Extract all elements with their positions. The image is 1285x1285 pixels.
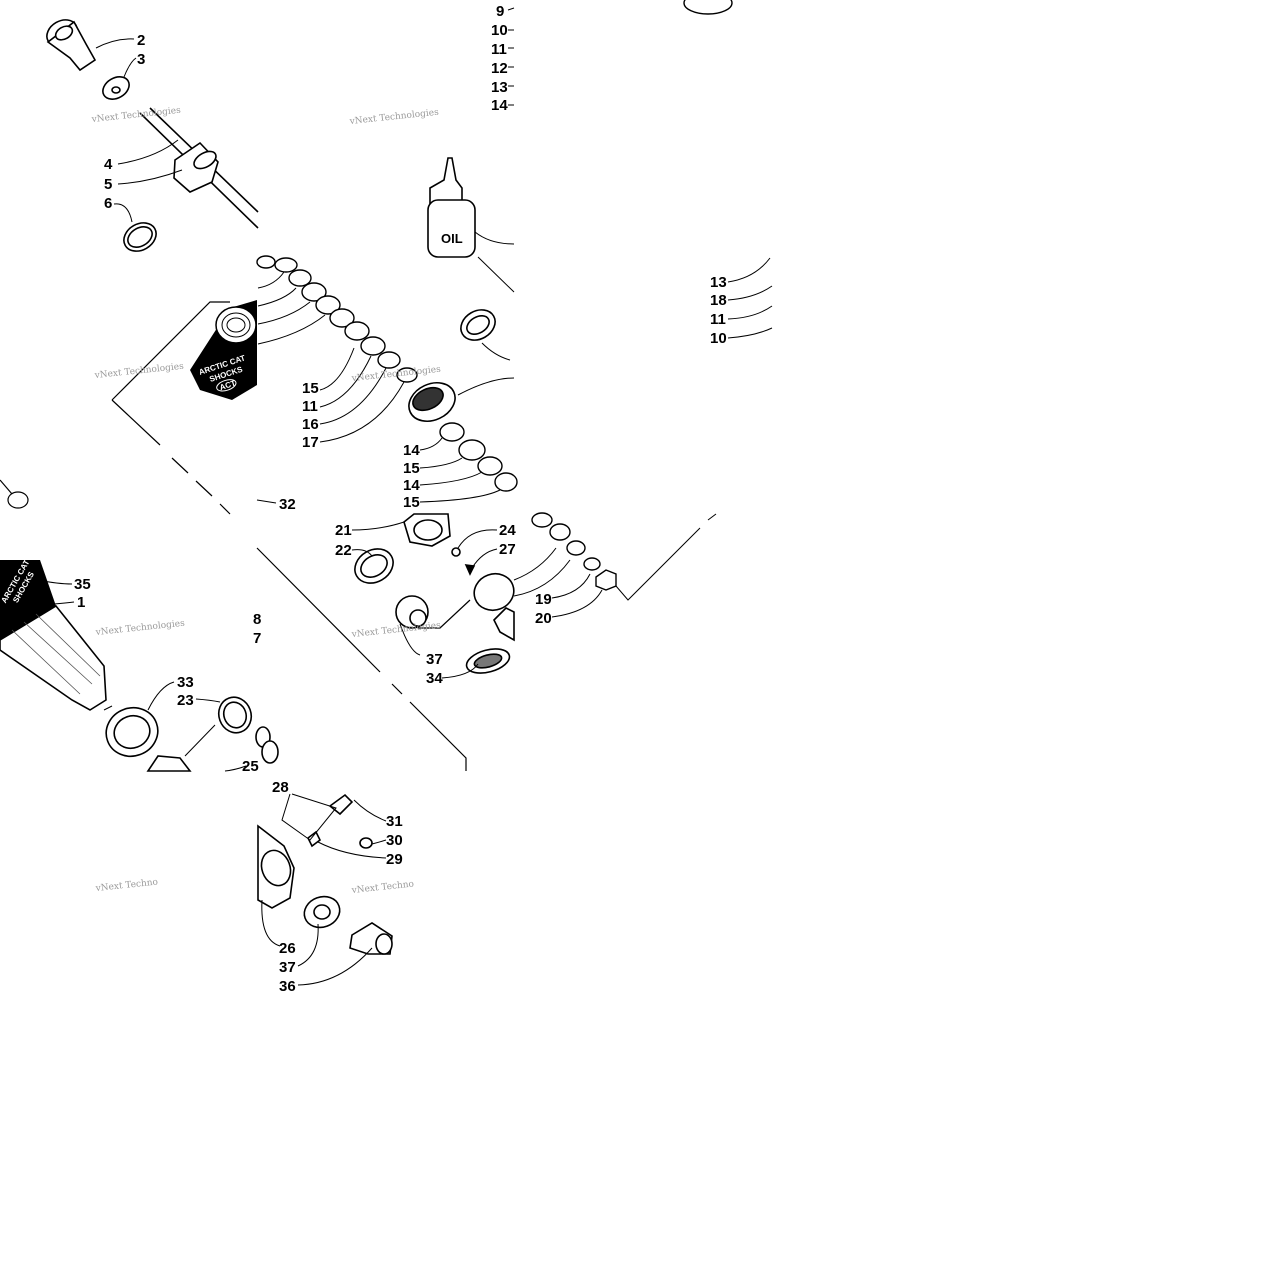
callout-16: 16 — [302, 416, 319, 433]
callout-30: 30 — [386, 832, 403, 849]
callout-15-lower: 15 — [403, 460, 420, 477]
valve-shims-lower — [439, 422, 518, 492]
watermark: vNext Technologies — [94, 619, 185, 638]
callout-5: 5 — [104, 176, 112, 193]
callout-14: 14 — [491, 97, 508, 114]
callout-21: 21 — [335, 522, 352, 539]
watermark: vNext Technologies — [348, 108, 439, 127]
callout-7: 7 — [253, 630, 261, 647]
callout-28: 28 — [272, 779, 289, 796]
leader-lines-right — [727, 257, 773, 339]
callout-9: 9 — [496, 3, 504, 20]
callout-6: 6 — [104, 195, 112, 212]
leader-32 — [256, 499, 277, 504]
callout-26: 26 — [279, 940, 296, 957]
callout-19: 19 — [535, 591, 552, 608]
callout-23: 23 — [177, 692, 194, 709]
callout-12: 12 — [491, 60, 508, 77]
leader-lines-lower-valve — [351, 521, 498, 679]
watermark: vNext Technologies — [350, 365, 441, 384]
shims-tail — [531, 512, 617, 591]
piston — [408, 309, 496, 423]
callout-27: 27 — [499, 541, 516, 558]
lower-parts-left — [105, 696, 279, 772]
lower-valve-group — [354, 513, 515, 674]
callout-15-lower-2: 15 — [403, 494, 420, 511]
callout-8: 8 — [253, 611, 261, 628]
valve-shims-upper — [256, 255, 418, 383]
callout-22: 22 — [335, 542, 352, 559]
watermark: vNext Techno — [94, 878, 158, 895]
lower-bracket — [256, 547, 471, 771]
callout-14-lower-2: 14 — [403, 477, 420, 494]
callout-17: 17 — [302, 434, 319, 451]
top-mount-group — [46, 19, 259, 252]
callout-10: 10 — [491, 22, 508, 39]
leader-lines-body — [37, 579, 247, 772]
callout-13: 13 — [491, 79, 508, 96]
callout-13-right: 13 — [710, 274, 727, 291]
leader-lines-mount — [261, 793, 387, 986]
watermark: vNext Technologies — [90, 106, 181, 125]
lower-mount-group — [257, 793, 393, 955]
oil-bottle — [427, 157, 476, 258]
callout-4: 4 — [104, 156, 113, 173]
callout-24: 24 — [499, 522, 516, 539]
callout-34: 34 — [426, 670, 443, 687]
callout-35: 35 — [74, 576, 91, 593]
callout-31: 31 — [386, 813, 403, 830]
callout-1: 1 — [77, 594, 85, 611]
oil-label: OIL — [441, 231, 463, 246]
callout-3: 3 — [137, 51, 145, 68]
callout-25: 25 — [242, 758, 259, 775]
leader-lines-oil — [474, 7, 515, 293]
watermark: vNext Technologies — [350, 621, 441, 640]
watermark: vNext Technologies — [93, 362, 184, 381]
watermark: vNext Techno — [350, 880, 414, 897]
leader-lines-tail — [513, 513, 717, 618]
callout-18: 18 — [710, 292, 727, 309]
leader-lines-top — [95, 38, 183, 223]
reservoir-body — [190, 300, 257, 400]
callout-14-lower: 14 — [403, 442, 420, 459]
callout-11-right: 11 — [710, 311, 726, 328]
callout-32: 32 — [279, 496, 296, 513]
callout-20: 20 — [535, 610, 552, 627]
callout-37: 37 — [426, 651, 443, 668]
reservoir-bracket — [111, 301, 231, 515]
callout-2: 2 — [137, 32, 145, 49]
top-cap-ring — [683, 0, 733, 15]
callout-29: 29 — [386, 851, 403, 868]
callout-33: 33 — [177, 674, 194, 691]
leader-lines-valve — [257, 271, 515, 503]
callout-11-valve: 11 — [302, 398, 318, 415]
callout-numbers: 2 3 4 5 6 9 10 11 12 13 14 13 18 11 10 1… — [74, 3, 727, 995]
callout-10-right: 10 — [710, 330, 727, 347]
callout-36: 36 — [279, 978, 296, 995]
small-bolt-left — [0, 479, 29, 509]
callout-15: 15 — [302, 380, 319, 397]
callout-11: 11 — [491, 41, 507, 58]
shock-body — [0, 560, 107, 711]
callout-37-lower: 37 — [279, 959, 296, 976]
